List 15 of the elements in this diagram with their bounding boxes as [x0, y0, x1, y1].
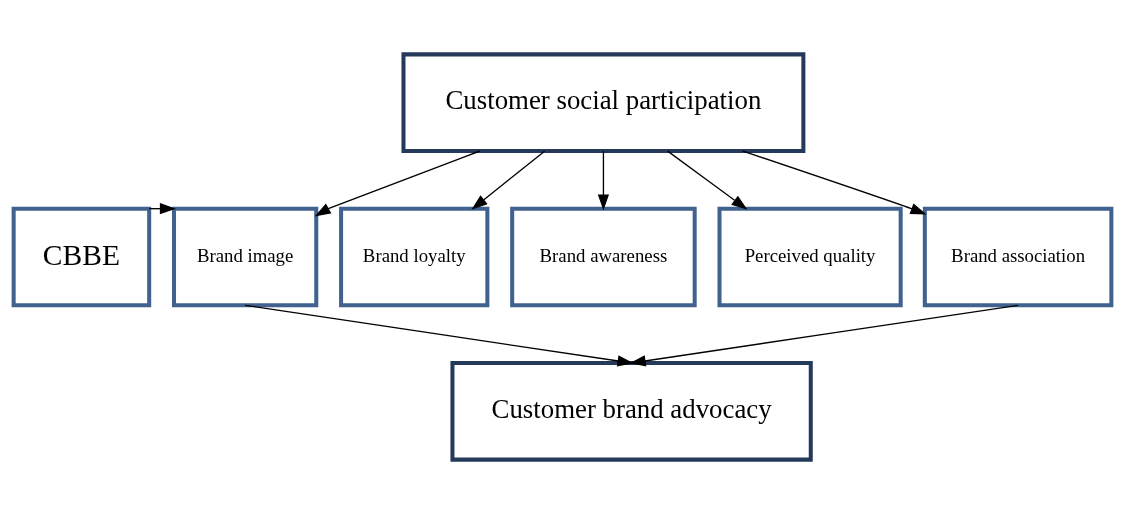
node-box: Customer social participation: [401, 52, 806, 153]
node-box: Brand awareness: [510, 206, 697, 308]
arrow: [741, 150, 927, 215]
node-box: Customer brand advocacy: [450, 361, 813, 462]
node-box: Brand image: [172, 206, 319, 308]
arrow: [471, 150, 546, 210]
node-box: CBBE: [11, 206, 152, 308]
arrow: [667, 150, 748, 210]
arrow: [597, 150, 610, 211]
arrow: [629, 304, 1019, 367]
arrow: [314, 150, 481, 217]
node-box: Perceived quality: [717, 206, 903, 308]
node-box: Brand loyalty: [339, 206, 490, 308]
node-box: Brand association: [922, 206, 1114, 308]
arrow: [244, 304, 634, 367]
